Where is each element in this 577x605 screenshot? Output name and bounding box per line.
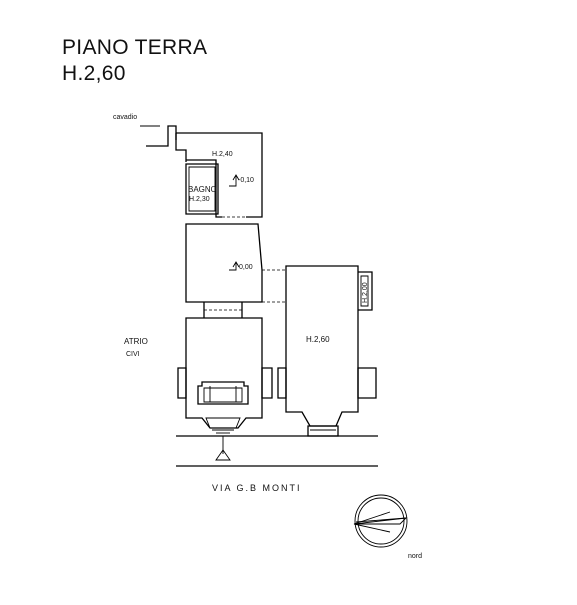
room-bagno [185, 163, 219, 215]
room-top [175, 132, 263, 218]
room-middle [185, 223, 286, 303]
label-north: nord [408, 553, 422, 560]
label-cavedio: cavadio [113, 114, 137, 121]
north-arrow-icon [353, 494, 408, 548]
label-level-top: -0,10 [238, 177, 254, 184]
label-room-top-height: H.2,40 [212, 151, 233, 158]
entry-stair [197, 381, 249, 437]
entry-right [307, 425, 339, 437]
plan-height: H.2,60 [62, 62, 126, 85]
label-atrio-sub: CIVI [126, 351, 140, 358]
label-street: VIA G.B MONTI [212, 483, 302, 493]
entrance-arrow-icon [215, 436, 231, 461]
level-marker-mid [229, 261, 240, 271]
cavedio-outline [140, 125, 177, 147]
level-marker-top [229, 174, 240, 187]
passage-middle-atrio [203, 302, 243, 318]
label-atrio: ATRIO [124, 337, 148, 346]
label-right-niche-height: H.2,00 [362, 282, 369, 303]
room-atrio [177, 317, 273, 429]
plan-title: PIANO TERRA [62, 36, 208, 59]
label-bagno: BAGNO [188, 185, 217, 194]
label-right-room-height: H.2,60 [306, 335, 330, 344]
street-lines [176, 435, 378, 467]
label-level-mid: 0,00 [239, 264, 253, 271]
label-bagno-height: H.2,30 [189, 196, 210, 203]
